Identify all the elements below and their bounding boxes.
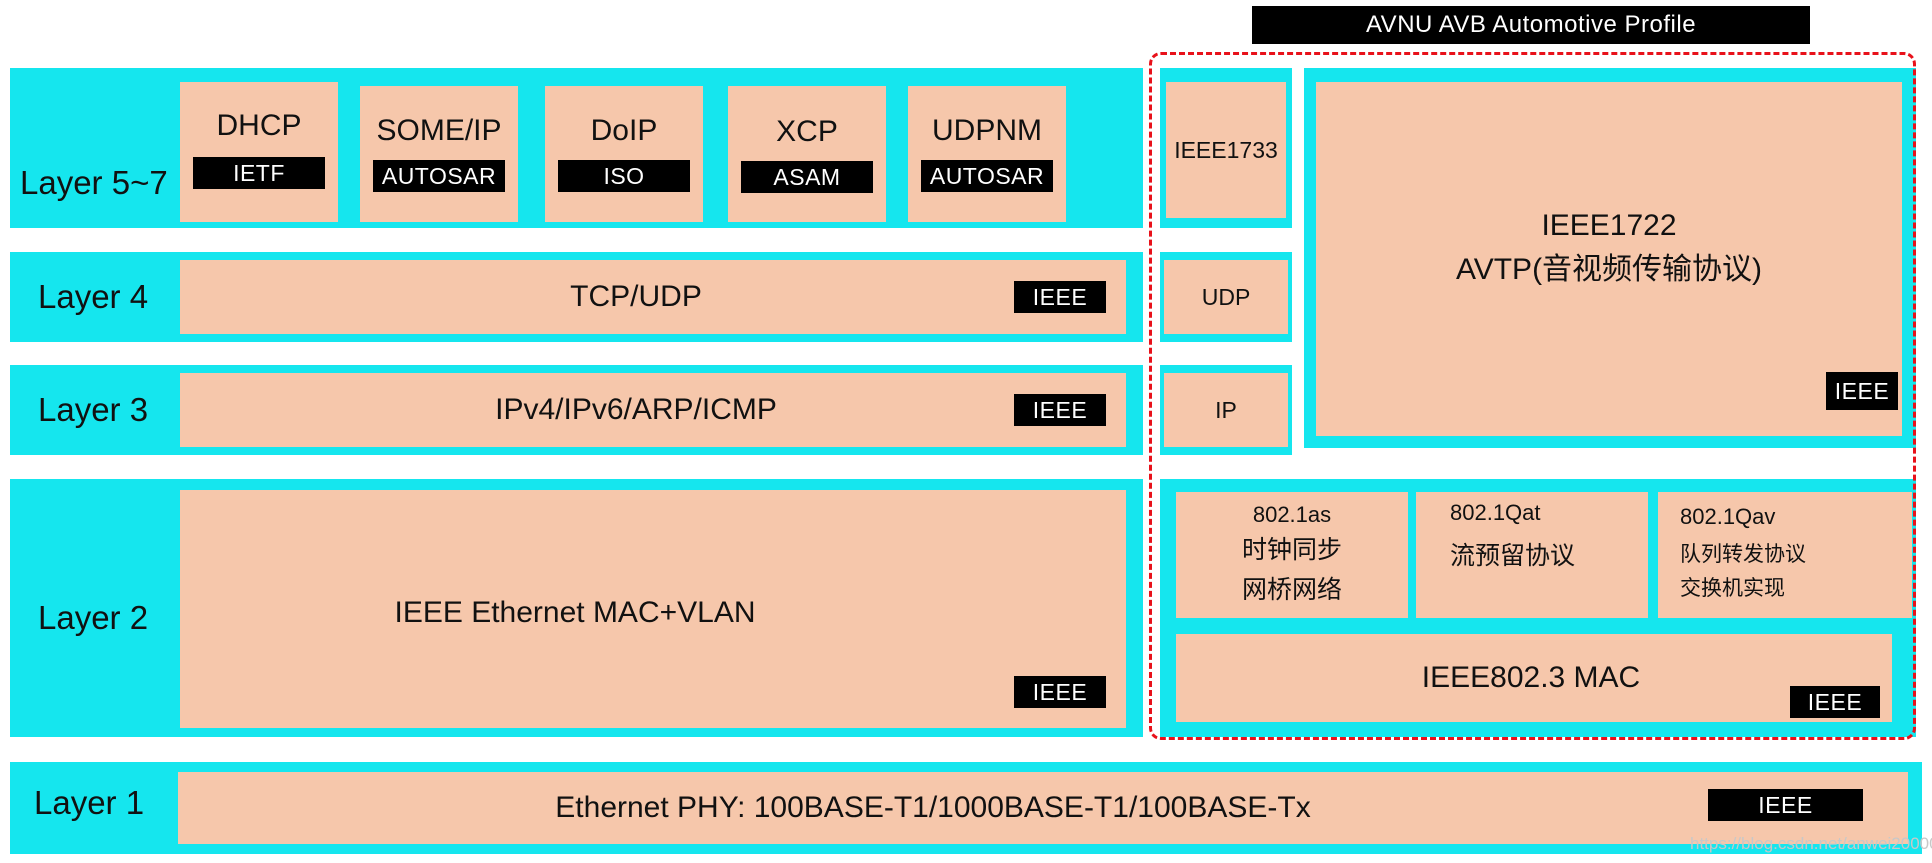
layer-1-label: Layer 1	[34, 784, 145, 821]
layer-5-7-label: Layer 5~7	[20, 164, 168, 201]
box-802-1qav: 802.1Qav 队列转发协议 交换机实现	[1658, 492, 1912, 618]
ieee1722-text: IEEE1722 AVTP(音视频传输协议)	[1455, 209, 1763, 286]
protocol-box-dhcp: DHCP IETF	[180, 82, 338, 222]
org-badge-ietf: IETF	[193, 157, 325, 189]
org-badge-ieee-l4: IEEE	[1014, 281, 1106, 313]
protocol-box-udpnm: UDPNM AUTOSAR	[908, 86, 1066, 222]
org-badge-autosar-2: AUTOSAR	[921, 160, 1053, 192]
ip-box: IP	[1164, 373, 1288, 447]
org-badge-iso: ISO	[558, 160, 690, 192]
layer-4-label: Layer 4	[38, 278, 149, 315]
org-badge-ieee-mac: IEEE	[1790, 686, 1880, 718]
box-802-1qat: 802.1Qat 流预留协议	[1416, 492, 1648, 618]
org-badge-ieee-1722: IEEE	[1826, 372, 1898, 410]
org-badge-ieee-l1: IEEE	[1708, 789, 1863, 821]
ethernet-mac-vlan-box	[180, 490, 1126, 728]
ieee1733-box: IEEE1733	[1166, 82, 1286, 218]
watermark: https://blog.csdn.net/anwei20000	[1690, 834, 1932, 853]
org-badge-ieee-l2: IEEE	[1014, 676, 1106, 708]
org-badge-ieee-l3: IEEE	[1014, 394, 1106, 426]
tcp-udp-box: TCP/UDP	[180, 260, 1126, 334]
protocol-box-someip: SOME/IP AUTOSAR	[360, 86, 518, 222]
udp-box: UDP	[1164, 260, 1288, 334]
ethernet-phy-box: Ethernet PHY: 100BASE-T1/1000BASE-T1/100…	[178, 772, 1908, 844]
layer-2-label: Layer 2	[38, 599, 149, 636]
ip-stack-box: IPv4/IPv6/ARP/ICMP	[180, 373, 1126, 447]
avb-profile-boundary	[1149, 52, 1916, 740]
ethernet-mac-vlan-text: IEEE Ethernet MAC+VLAN	[394, 596, 756, 629]
ieee1722-box	[1316, 82, 1902, 436]
avb-profile-title: AVNU AVB Automotive Profile	[1252, 6, 1810, 44]
protocol-box-doip: DoIP ISO	[545, 86, 703, 222]
protocol-box-xcp: XCP ASAM	[728, 86, 886, 222]
layer-3-label: Layer 3	[38, 391, 149, 428]
org-badge-asam: ASAM	[741, 161, 873, 193]
box-802-1as: 802.1as 时钟同步 网桥网络	[1176, 492, 1408, 618]
org-badge-autosar: AUTOSAR	[373, 160, 505, 192]
ieee802-3-mac-box: IEEE802.3 MAC	[1176, 634, 1892, 722]
